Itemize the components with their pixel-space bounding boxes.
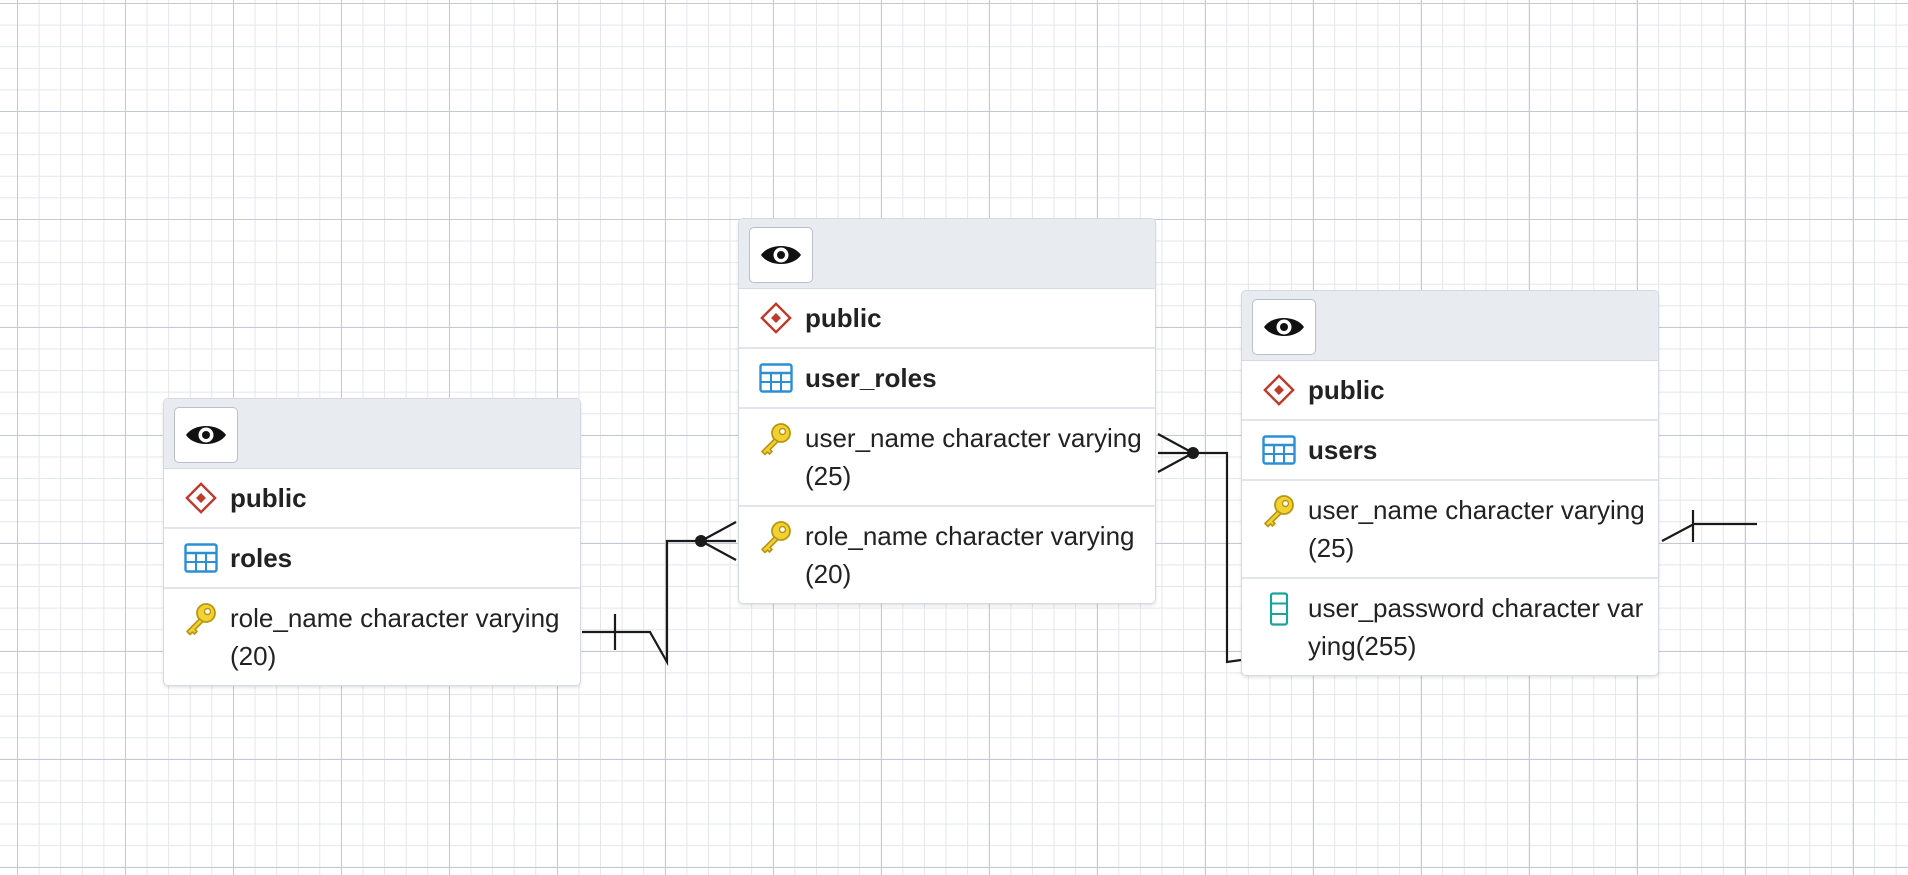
primary-key-icon <box>182 600 220 638</box>
eye-icon <box>761 246 801 264</box>
schema-icon <box>1260 371 1298 409</box>
schema-row: public <box>1242 361 1658 421</box>
entity-users[interactable]: public users user_name character varying… <box>1241 290 1659 676</box>
column-name: user_name character varying(25) <box>1308 495 1645 563</box>
table-row: roles <box>164 529 580 589</box>
schema-icon <box>182 479 220 517</box>
entity-header <box>164 399 580 469</box>
primary-key-icon <box>1260 492 1298 530</box>
column-row[interactable]: user_password character varying(255) <box>1242 579 1658 675</box>
primary-key-icon <box>757 420 795 458</box>
entity-header <box>1242 291 1658 361</box>
column-name: role_name character varying(20) <box>805 521 1135 589</box>
schema-name: public <box>1308 374 1385 405</box>
column-name: user_password character varying(255) <box>1308 593 1644 661</box>
table-name: users <box>1308 434 1378 465</box>
table-row: user_roles <box>739 349 1155 409</box>
schema-name: public <box>230 482 307 513</box>
view-details-button[interactable] <box>749 227 813 283</box>
view-details-button[interactable] <box>174 407 238 463</box>
table-icon <box>757 359 795 397</box>
relationship-users-user-roles[interactable] <box>1157 433 1757 664</box>
entity-header <box>739 219 1155 289</box>
schema-name: public <box>805 302 882 333</box>
schema-row: public <box>739 289 1155 349</box>
table-name: user_roles <box>805 362 937 393</box>
table-icon <box>182 539 220 577</box>
table-icon <box>1260 431 1298 469</box>
entity-user-roles[interactable]: public user_roles user_name character va… <box>738 218 1156 604</box>
relationship-roles-user-roles[interactable] <box>582 521 737 667</box>
eye-icon <box>186 426 226 444</box>
column-row[interactable]: role_name character varying(20) <box>739 507 1155 603</box>
schema-row: public <box>164 469 580 529</box>
column-name: role_name character varying(20) <box>230 603 560 671</box>
column-row[interactable]: user_name character varying(25) <box>1242 481 1658 579</box>
table-name: roles <box>230 542 293 573</box>
eye-icon <box>1264 318 1304 336</box>
column-row[interactable]: user_name character varying(25) <box>739 409 1155 507</box>
column-name: user_name character varying(25) <box>805 423 1142 491</box>
schema-icon <box>757 299 795 337</box>
primary-key-icon <box>757 518 795 556</box>
table-row: users <box>1242 421 1658 481</box>
column-row[interactable]: role_name character varying(20) <box>164 589 580 685</box>
view-details-button[interactable] <box>1252 299 1316 355</box>
column-icon <box>1260 590 1298 628</box>
entity-roles[interactable]: public roles role_name character varying… <box>163 398 581 686</box>
